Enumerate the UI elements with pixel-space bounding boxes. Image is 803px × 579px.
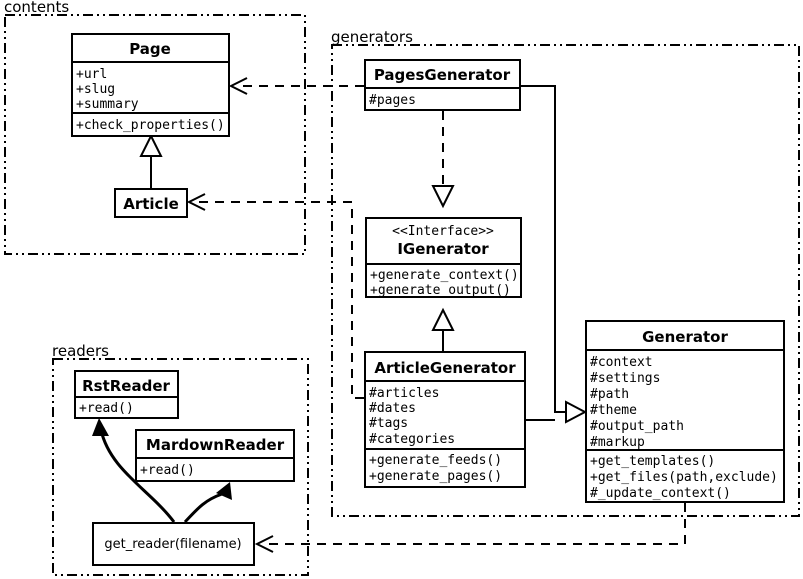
class-attribute: +slug [76,82,115,97]
relation-generators-inherit-generator [521,85,588,424]
class-title-article: Article [123,195,179,213]
package-label-contents: contents [4,0,69,16]
function-get-reader[interactable]: get_reader(filename) [92,522,255,566]
class-article[interactable]: Article [114,188,188,218]
class-method: +generate_pages() [369,469,502,484]
class-page[interactable]: Page +url +slug +summary +check_properti… [71,33,230,137]
class-attribute: #pages [369,93,416,108]
relation-pagesgenerator-uses-page [228,77,364,95]
class-attribute: +summary [76,97,139,112]
class-method: +get_files(path,exclude) [590,470,778,485]
package-label-generators: generators [331,28,413,46]
class-attribute: +url [76,67,107,82]
class-attribute: #tags [369,416,408,431]
relation-articlegenerator-uses-article [186,193,364,399]
relation-getreader-creates-rstreader [92,418,176,523]
class-attribute: #path [590,387,629,402]
class-pages-generator[interactable]: PagesGenerator #pages [364,59,521,111]
class-title-rst-reader: RstReader [82,377,170,395]
class-method: +generate_feeds() [369,453,502,468]
relation-article-inherits-page [139,133,163,188]
class-title-article-generator: ArticleGenerator [374,359,516,377]
class-method: +read() [140,463,195,478]
class-article-generator[interactable]: ArticleGenerator #articles #dates #tags … [364,351,526,488]
class-title-generator: Generator [642,328,728,346]
class-method: +get_templates() [590,454,715,469]
class-mardown-reader[interactable]: MardownReader +read() [135,429,295,482]
class-attribute: #articles [369,386,439,401]
class-igenerator[interactable]: <<Interface>> IGenerator +generate_conte… [365,217,522,298]
class-title-pages-generator: PagesGenerator [374,66,511,84]
relation-pagesgenerator-realizes-igenerator [431,111,455,209]
class-stereotype-igenerator: <<Interface>> [392,224,494,239]
class-attribute: #categories [369,432,455,447]
package-readers: readers [52,342,309,576]
class-method: +generate_context() [370,268,519,283]
class-attribute: #context [590,355,653,370]
function-label-get-reader: get_reader(filename) [104,537,241,552]
class-attribute: #theme [590,403,637,418]
class-method: +check_properties() [76,118,225,133]
package-label-readers: readers [52,342,109,360]
class-rst-reader[interactable]: RstReader +read() [74,370,179,419]
class-attribute: #settings [590,371,660,386]
class-method: +read() [79,401,134,416]
class-attribute: #output_path [590,419,684,434]
class-title-page: Page [129,40,171,58]
relation-getreader-creates-mardownreader [183,482,232,524]
class-method: +generate_output() [370,283,511,298]
package-generators: generators [331,28,800,517]
relation-generator-uses-getreader [254,503,686,553]
package-contents: contents [4,0,306,255]
class-attribute: #markup [590,435,645,450]
class-attribute: #dates [369,401,416,416]
relation-articlegenerator-inherits-igenerator [431,307,455,351]
class-title-mardown-reader: MardownReader [146,436,285,454]
class-generator[interactable]: Generator #context #settings #path #them… [585,320,785,503]
class-title-igenerator: IGenerator [397,240,489,258]
class-method: #_update_context() [590,486,731,501]
